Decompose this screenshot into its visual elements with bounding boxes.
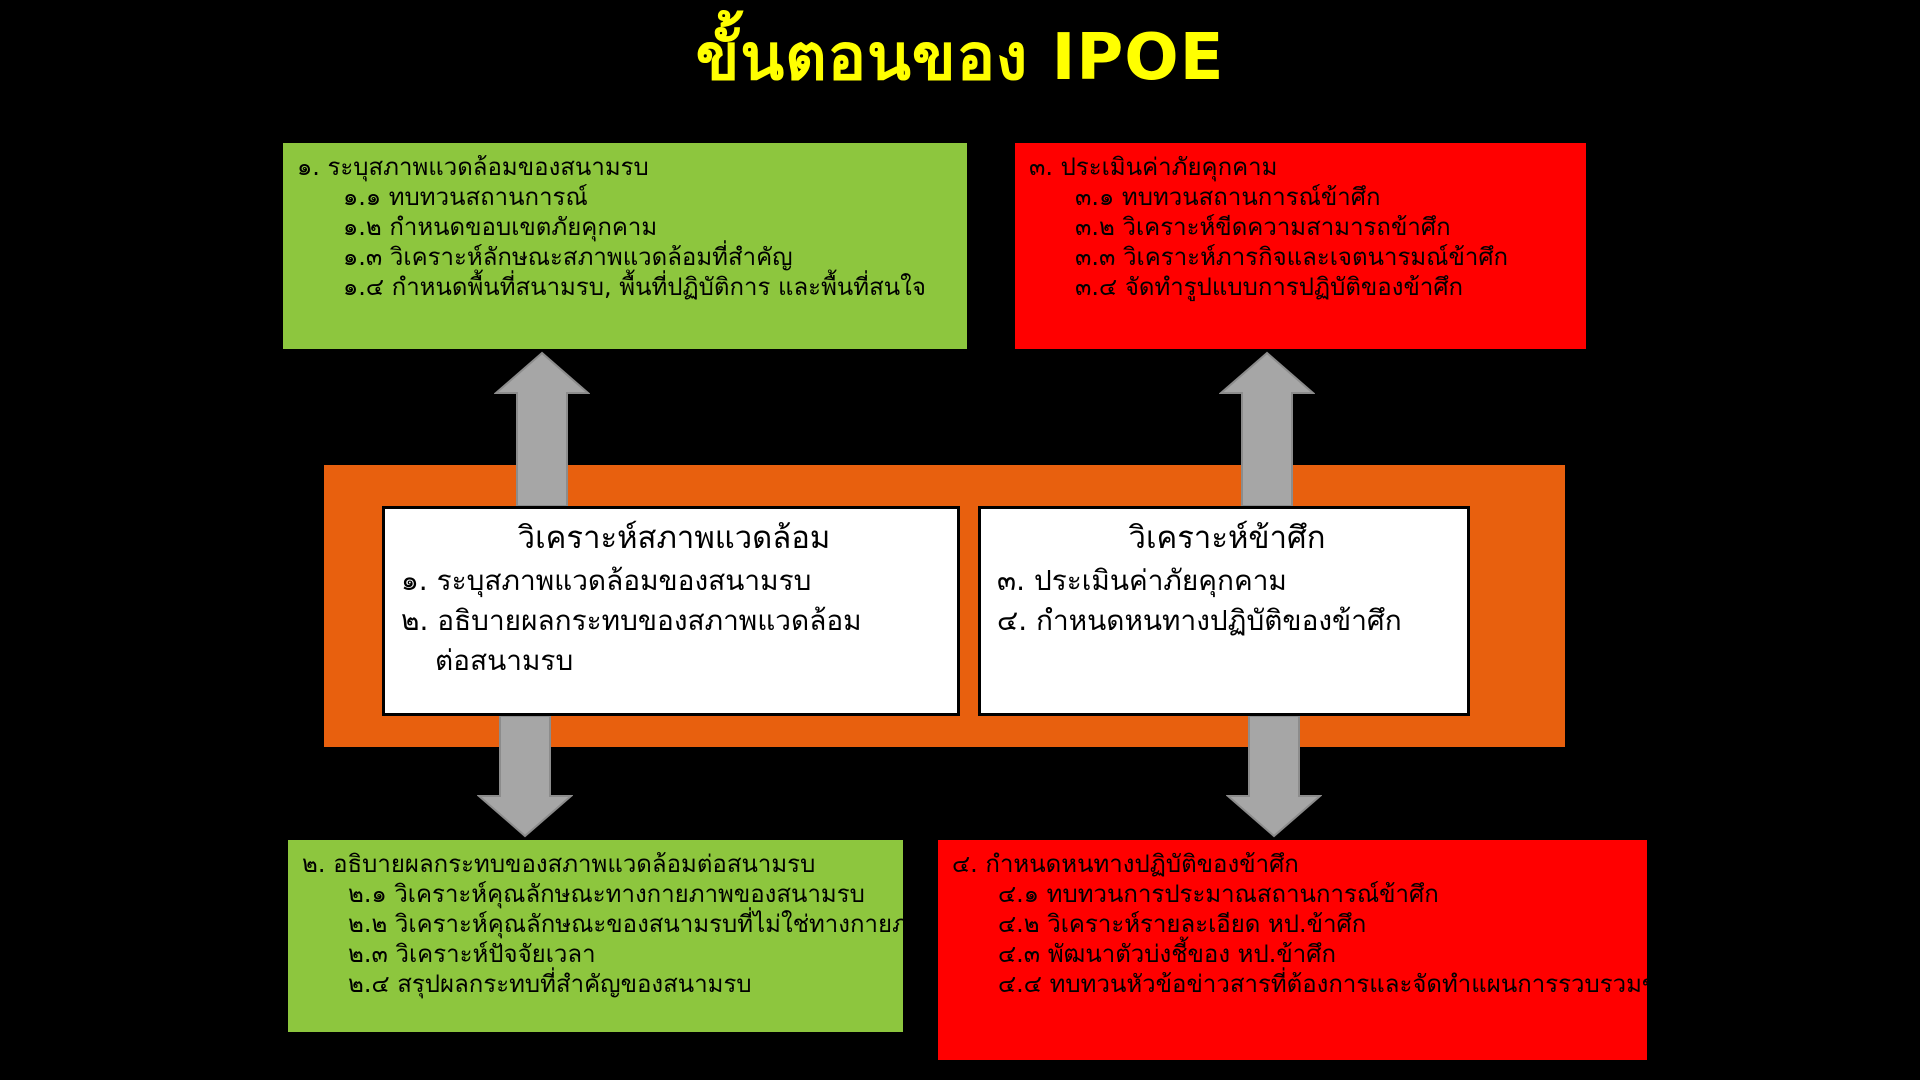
down-arrow-icon	[1226, 716, 1322, 838]
list-item: ๒.๓ วิเคราะห์ปัจจัยเวลา	[348, 940, 596, 968]
page-title: ขั้นตอนของ IPOE	[695, 21, 1225, 95]
up-arrow-icon	[494, 351, 590, 506]
list-item: ๔. กำหนดหนทางปฏิบัติของข้าศึก	[997, 604, 1402, 637]
step4-enemy-coa-box: ๔. กำหนดหนทางปฏิบัติของข้าศึก๔.๑ ทบทวนกา…	[938, 840, 1727, 1060]
list-item: ๓.๓ วิเคราะห์ภารกิจและเจตนารมณ์ข้าศึก	[1075, 243, 1509, 271]
list-item: ต่อสนามรบ	[435, 644, 574, 677]
list-item: ๑.๓ วิเคราะห์ลักษณะสภาพแวดล้อมที่สำคัญ	[343, 243, 793, 271]
list-item: ๔.๑ ทบทวนการประมาณสถานการณ์ข้าศึก	[998, 880, 1439, 908]
list-item: ๓. ประเมินค่าภัยคุกคาม	[997, 564, 1287, 597]
down-arrow-icon	[477, 716, 573, 838]
list-item: ๓.๑ ทบทวนสถานการณ์ข้าศึก	[1075, 183, 1381, 211]
list-item: ๔.๒ วิเคราะห์รายละเอียด หป.ข้าศึก	[998, 910, 1367, 938]
environment-analysis-box: วิเคราะห์สภาพแวดล้อม ๑. ระบุสภาพแวดล้อมข…	[382, 506, 960, 716]
step3-threat-evaluation-box: ๓. ประเมินค่าภัยคุกคาม๓.๑ ทบทวนสถานการณ์…	[1015, 143, 1586, 349]
environment-analysis-items: ๑. ระบุสภาพแวดล้อมของสนามรบ๒. อธิบายผลกร…	[401, 561, 947, 681]
list-item: ๔.๓ พัฒนาตัวบ่งชี้ของ หป.ข้าศึก	[998, 940, 1337, 968]
list-item: ๓. ประเมินค่าภัยคุกคาม	[1029, 153, 1278, 181]
list-item: ๒. อธิบายผลกระทบของสภาพแวดล้อมต่อสนามรบ	[302, 850, 816, 878]
list-item: ๑. ระบุสภาพแวดล้อมของสนามรบ	[401, 564, 812, 597]
enemy-analysis-title: วิเคราะห์ข้าศึก	[1128, 520, 1326, 556]
list-item: ๔. กำหนดหนทางปฏิบัติของข้าศึก	[952, 850, 1299, 878]
enemy-analysis-items: ๓. ประเมินค่าภัยคุกคาม๔. กำหนดหนทางปฏิบั…	[997, 561, 1457, 641]
list-item: ๒.๔ สรุปผลกระทบที่สำคัญของสนามรบ	[348, 970, 752, 998]
list-item: ๑.๔ กำหนดพื้นที่สนามรบ, พื้นที่ปฏิบัติกา…	[343, 273, 926, 301]
list-item: ๑.๒ กำหนดขอบเขตภัยคุกคาม	[343, 213, 658, 241]
step1-environment-box: ๑. ระบุสภาพแวดล้อมของสนามรบ๑.๑ ทบทวนสถาน…	[283, 143, 967, 349]
up-arrow-icon	[1219, 351, 1315, 506]
list-item: ๓.๒ วิเคราะห์ขีดความสามารถข้าศึก	[1075, 213, 1451, 241]
list-item: ๒.๒ วิเคราะห์คุณลักษณะของสนามรบที่ไม่ใช่…	[348, 910, 938, 938]
list-item: ๑.๑ ทบทวนสถานการณ์	[343, 183, 588, 211]
list-item: ๒.๑ วิเคราะห์คุณลักษณะทางกายภาพของสนามรบ	[348, 880, 865, 908]
list-item: ๓.๔ จัดทำรูปแบบการปฏิบัติของข้าศึก	[1075, 273, 1464, 301]
list-item: ๑. ระบุสภาพแวดล้อมของสนามรบ	[297, 153, 649, 181]
step2-battlefield-effects-box: ๒. อธิบายผลกระทบของสภาพแวดล้อมต่อสนามรบ๒…	[288, 840, 938, 1032]
environment-analysis-title: วิเคราะห์สภาพแวดล้อม	[517, 520, 831, 556]
enemy-analysis-box: วิเคราะห์ข้าศึก ๓. ประเมินค่าภัยคุกคาม๔.…	[978, 506, 1470, 716]
list-item: ๒. อธิบายผลกระทบของสภาพแวดล้อม	[401, 604, 862, 637]
list-item: ๔.๔ ทบทวนหัวข้อข่าวสารที่ต้องการและจัดทำ…	[998, 970, 1727, 998]
